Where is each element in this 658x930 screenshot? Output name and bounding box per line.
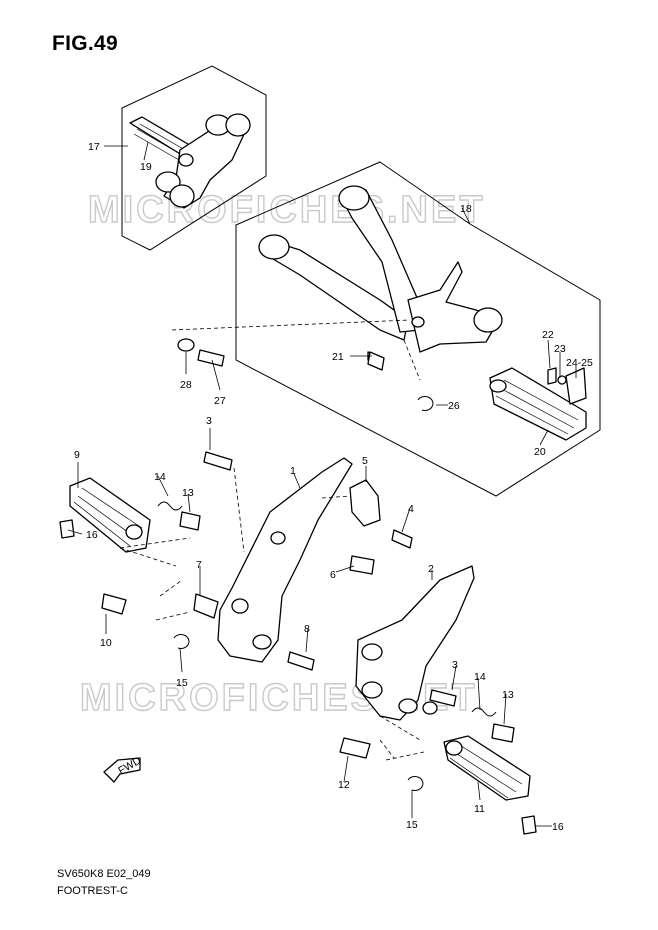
spring-14-right (471, 707, 497, 717)
callout-20: 20 (534, 446, 546, 458)
assembly-box-17 (121, 65, 267, 251)
clip-15-right (407, 776, 424, 791)
figure-title: FIG.49 (52, 32, 118, 55)
damper-16-left (59, 519, 75, 539)
callout-13-left: 13 (182, 487, 194, 499)
bolt-4 (391, 529, 413, 549)
bracket-5 (349, 479, 381, 527)
bolt-21 (367, 351, 385, 371)
cap-13-right (491, 723, 515, 743)
watermark-top: MICROFICHES.NET (88, 189, 486, 231)
callout-1: 1 (290, 465, 296, 477)
callout-23: 23 (554, 343, 566, 355)
figure-name: FOOTREST-C (57, 885, 128, 897)
callout-18: 18 (460, 203, 472, 215)
cap-13-left (179, 511, 201, 531)
callout-4: 4 (408, 503, 414, 515)
callout-12: 12 (338, 779, 350, 791)
callout-16-right: 16 (552, 821, 564, 833)
assembly-box-18 (235, 161, 601, 497)
bolt-8 (287, 651, 315, 671)
callout-22: 22 (542, 329, 554, 341)
callout-15-right: 15 (406, 819, 418, 831)
alignment-lines (119, 319, 425, 761)
callout-27: 27 (214, 395, 226, 407)
figure-code: SV650K8 E02_049 (57, 868, 151, 880)
leader-lines (67, 141, 577, 827)
bolt-6 (349, 555, 375, 575)
callout-11: 10 (100, 637, 112, 649)
footrest-20 (489, 367, 587, 441)
callout-6: 6 (330, 569, 336, 581)
spring-14-left (157, 501, 183, 511)
callout-13-right: 13 (502, 689, 514, 701)
callout-19: 19 (140, 161, 152, 173)
pin-12 (339, 737, 371, 759)
washer-28 (177, 338, 195, 352)
callout-5: 5 (362, 455, 368, 467)
bolt-27 (197, 349, 225, 367)
rear-bracket-2 (355, 565, 475, 721)
callout-15-left: 15 (176, 677, 188, 689)
callout-28: 28 (180, 379, 192, 391)
pin-11 (101, 593, 127, 615)
callout-17: 17 (88, 141, 100, 153)
plate-24-25 (565, 367, 587, 405)
footrest-9 (69, 477, 151, 553)
callout-2: 2 (428, 563, 434, 575)
bolt-3-top (203, 451, 233, 471)
callout-26: 26 (448, 400, 460, 412)
callout-10: 11 (474, 803, 485, 815)
footrest-10 (443, 735, 531, 801)
damper-16-right (521, 815, 537, 835)
callout-24-25: 24-25 (566, 357, 593, 369)
callout-14-left: 14 (154, 471, 166, 483)
pivot-7 (193, 593, 219, 619)
pillion-footrest-assembly (129, 113, 251, 209)
clip-26 (417, 396, 434, 411)
callout-9: 9 (74, 449, 80, 461)
callout-3-lower: 3 (452, 659, 458, 671)
callout-7: 7 (196, 559, 202, 571)
callout-8: 8 (304, 623, 310, 635)
ball-23 (557, 375, 567, 385)
callout-21: 21 (332, 351, 344, 363)
rear-footrest-bracket-18 (258, 185, 503, 367)
callout-3-top: 3 (206, 415, 212, 427)
clip-15-left (173, 634, 190, 649)
callout-16-left: 16 (86, 529, 98, 541)
spring-22 (547, 367, 557, 385)
bolt-3-lower (429, 689, 457, 707)
callout-14-right: 14 (474, 671, 486, 683)
front-bracket-1 (217, 457, 353, 663)
fwd-arrow-icon: FWD (103, 755, 143, 783)
